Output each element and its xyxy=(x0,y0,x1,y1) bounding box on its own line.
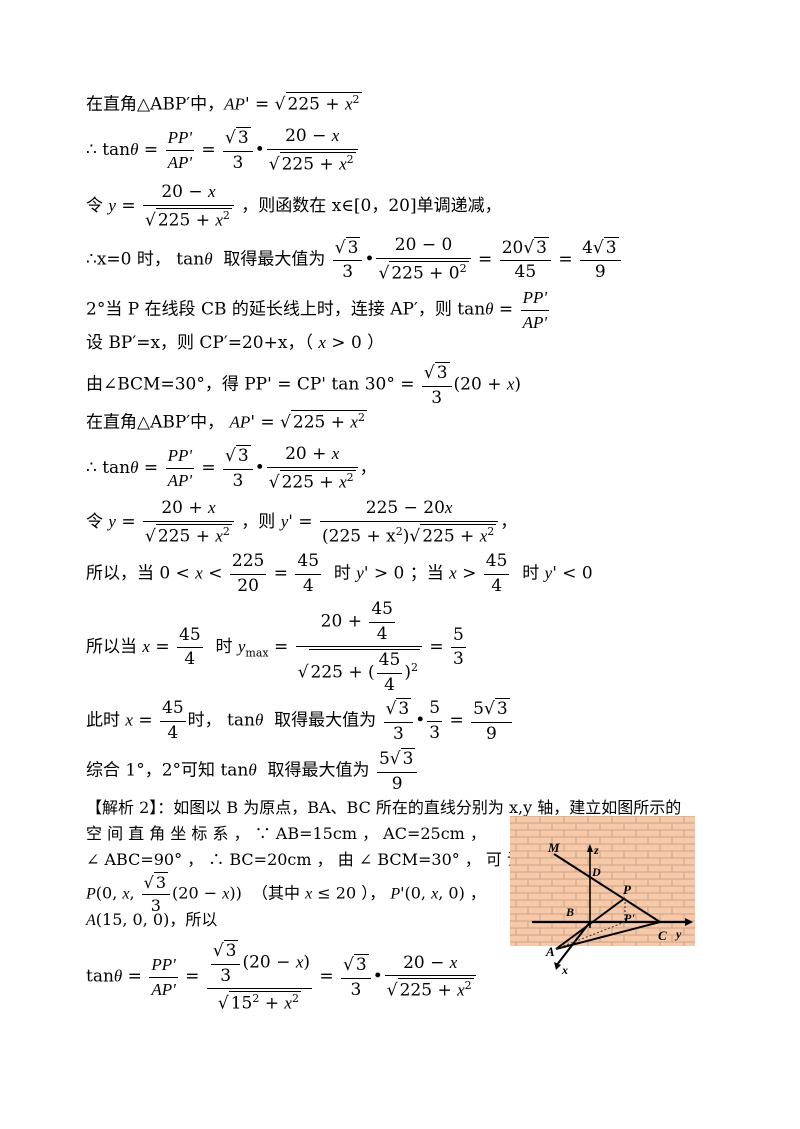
brick-wall xyxy=(510,816,695,946)
figure-svg: M z D P B P' A C y x xyxy=(510,816,695,977)
label-p-prime: P' xyxy=(624,911,635,925)
line-5: 2°当 P 在线段 CB 的延长线上时，连接 AP′，则 tanθ = PP'A… xyxy=(86,288,549,332)
line-8: 在直角△ABP′中， AP' = √225 + x2 xyxy=(86,410,367,433)
solution2-line-5: A(15, 0, 0)，所以 xyxy=(86,910,218,929)
label-z: z xyxy=(593,843,599,857)
solution2-line-2: 空 间 直 角 坐 标 系 ， ∵ AB=15cm ， AC=25cm ， xyxy=(86,824,486,843)
solution2-line-3: ∠ ABC=90° ， ∴ BC=20cm ， 由 ∠ BCM=30° ， 可 … xyxy=(86,850,524,869)
label-a: A xyxy=(545,944,555,959)
line-3: 令 y = 20 − x√225 + x2 ，则函数在 x∈[0，20]单调递减… xyxy=(86,182,502,231)
line-6: 设 BP′=x，则 CP′=20+x，（ x > 0 ） xyxy=(86,333,385,353)
label-x: x xyxy=(561,963,568,977)
label-p: P xyxy=(623,882,632,897)
line-1: 在直角△ABP′中，AP' = √225 + x2 xyxy=(86,92,362,115)
line-10: 令 y = 20 + x√225 + x2 ，则 y' = 225 − 20x(… xyxy=(86,498,518,547)
label-d: D xyxy=(591,865,601,879)
label-c: C xyxy=(658,928,667,943)
line-mc xyxy=(553,853,661,923)
label-b: B xyxy=(565,905,574,919)
solution2-title: 【解析 2】：如图以 B 为原点，BA、BC 所在的直线分别为 x,y 轴，建立… xyxy=(86,798,682,817)
label-y: y xyxy=(674,927,682,941)
label-m: M xyxy=(547,840,560,855)
coordinate-figure: M z D P B P' A C y x xyxy=(510,816,695,978)
